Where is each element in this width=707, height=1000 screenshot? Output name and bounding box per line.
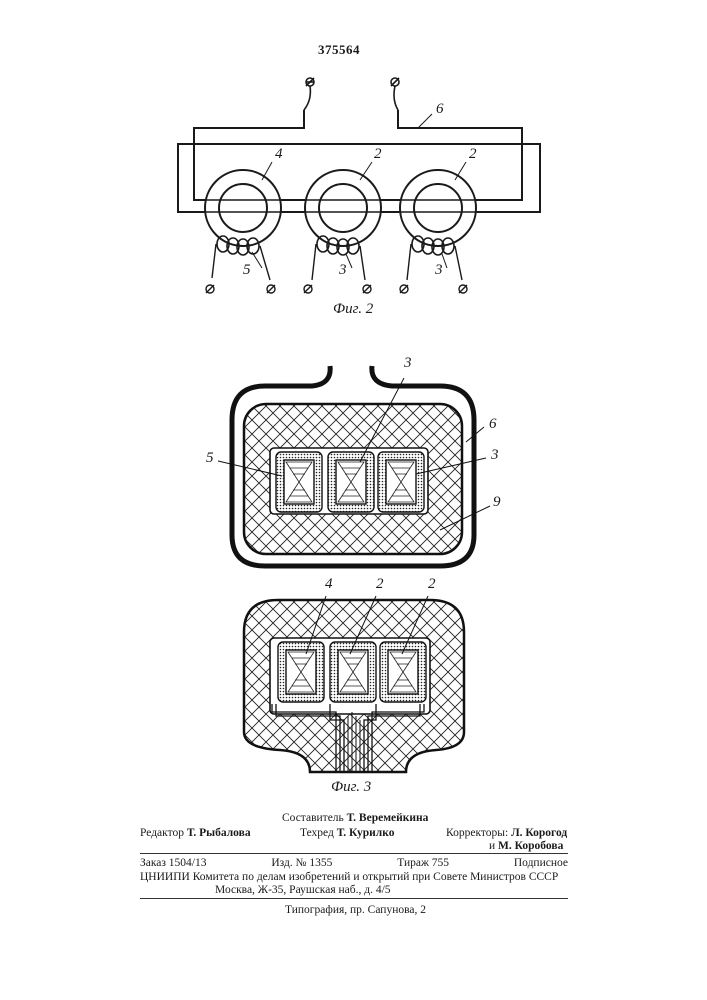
fig3-upper-cores: [276, 452, 424, 512]
fig3-callout-2b: 2: [428, 576, 436, 593]
corrector-2-prefix: и: [489, 840, 495, 852]
subscription: Подписное: [514, 857, 568, 869]
fig3-callout-2a: 2: [376, 576, 384, 593]
fig2-callout-4: 4: [275, 146, 283, 163]
fig3-callout-3-top: 3: [404, 355, 412, 372]
compiler-label: Составитель: [282, 812, 344, 824]
fig2-cores: [205, 170, 476, 246]
divider-top: [140, 853, 568, 854]
techred-line: Техред Т. Курилко: [300, 826, 395, 840]
fig3-callout-4: 4: [325, 576, 333, 593]
corrector-2: М. Коробова: [498, 840, 563, 852]
fig2-callout-2a: 2: [374, 146, 382, 163]
fig3-callout-9: 9: [493, 494, 501, 511]
corrector-1: Л. Корогод: [511, 827, 567, 839]
fig2-callout-5: 5: [243, 262, 251, 279]
publisher-address: Москва, Ж-35, Раушская наб., д. 4/5: [215, 883, 391, 897]
fig2-caption: Фиг. 2: [333, 301, 373, 318]
fig2-callout-6: 6: [436, 101, 444, 118]
techred-name: Т. Курилко: [337, 827, 395, 839]
figure-3-upper-drawing: [218, 366, 490, 566]
figure-3-lower-drawing: [244, 596, 464, 772]
fig3-callout-3-right: 3: [491, 447, 499, 464]
publication-row: Заказ 1504/13 Изд. № 1355 Тираж 755 Подп…: [140, 857, 568, 869]
techred-label: Техред: [300, 827, 334, 839]
fig2-callout-3a: 3: [339, 262, 347, 279]
editor-label: Редактор: [140, 827, 184, 839]
divider-bottom: [140, 898, 568, 899]
corrector-2-line: и М. Коробова: [489, 839, 563, 853]
correctors-label: Корректоры:: [446, 827, 508, 839]
fig3-callout-5: 5: [206, 450, 214, 467]
compiler-line: Составитель Т. Веремейкина: [282, 811, 428, 825]
figure-2-drawing: [178, 78, 540, 293]
order-number: Заказ 1504/13: [140, 857, 207, 869]
publisher-org: ЦНИИПИ Комитета по делам изобретений и о…: [140, 870, 568, 884]
edition-number: Изд. № 1355: [271, 857, 332, 869]
editor-name: Т. Рыбалова: [187, 827, 251, 839]
fig3-callout-6: 6: [489, 416, 497, 433]
fig2-top-terminals: [304, 78, 399, 110]
circulation: Тираж 755: [397, 857, 449, 869]
correctors-line: Корректоры: Л. Корогод: [446, 826, 567, 840]
fig2-callout-2b: 2: [469, 146, 477, 163]
compiler-name: Т. Веремейкина: [347, 812, 429, 824]
printer-line: Типография, пр. Сапунова, 2: [285, 903, 426, 917]
fig3-caption: Фиг. 3: [331, 779, 371, 796]
fig2-callout-3b: 3: [435, 262, 443, 279]
editor-line: Редактор Т. Рыбалова: [140, 826, 251, 840]
